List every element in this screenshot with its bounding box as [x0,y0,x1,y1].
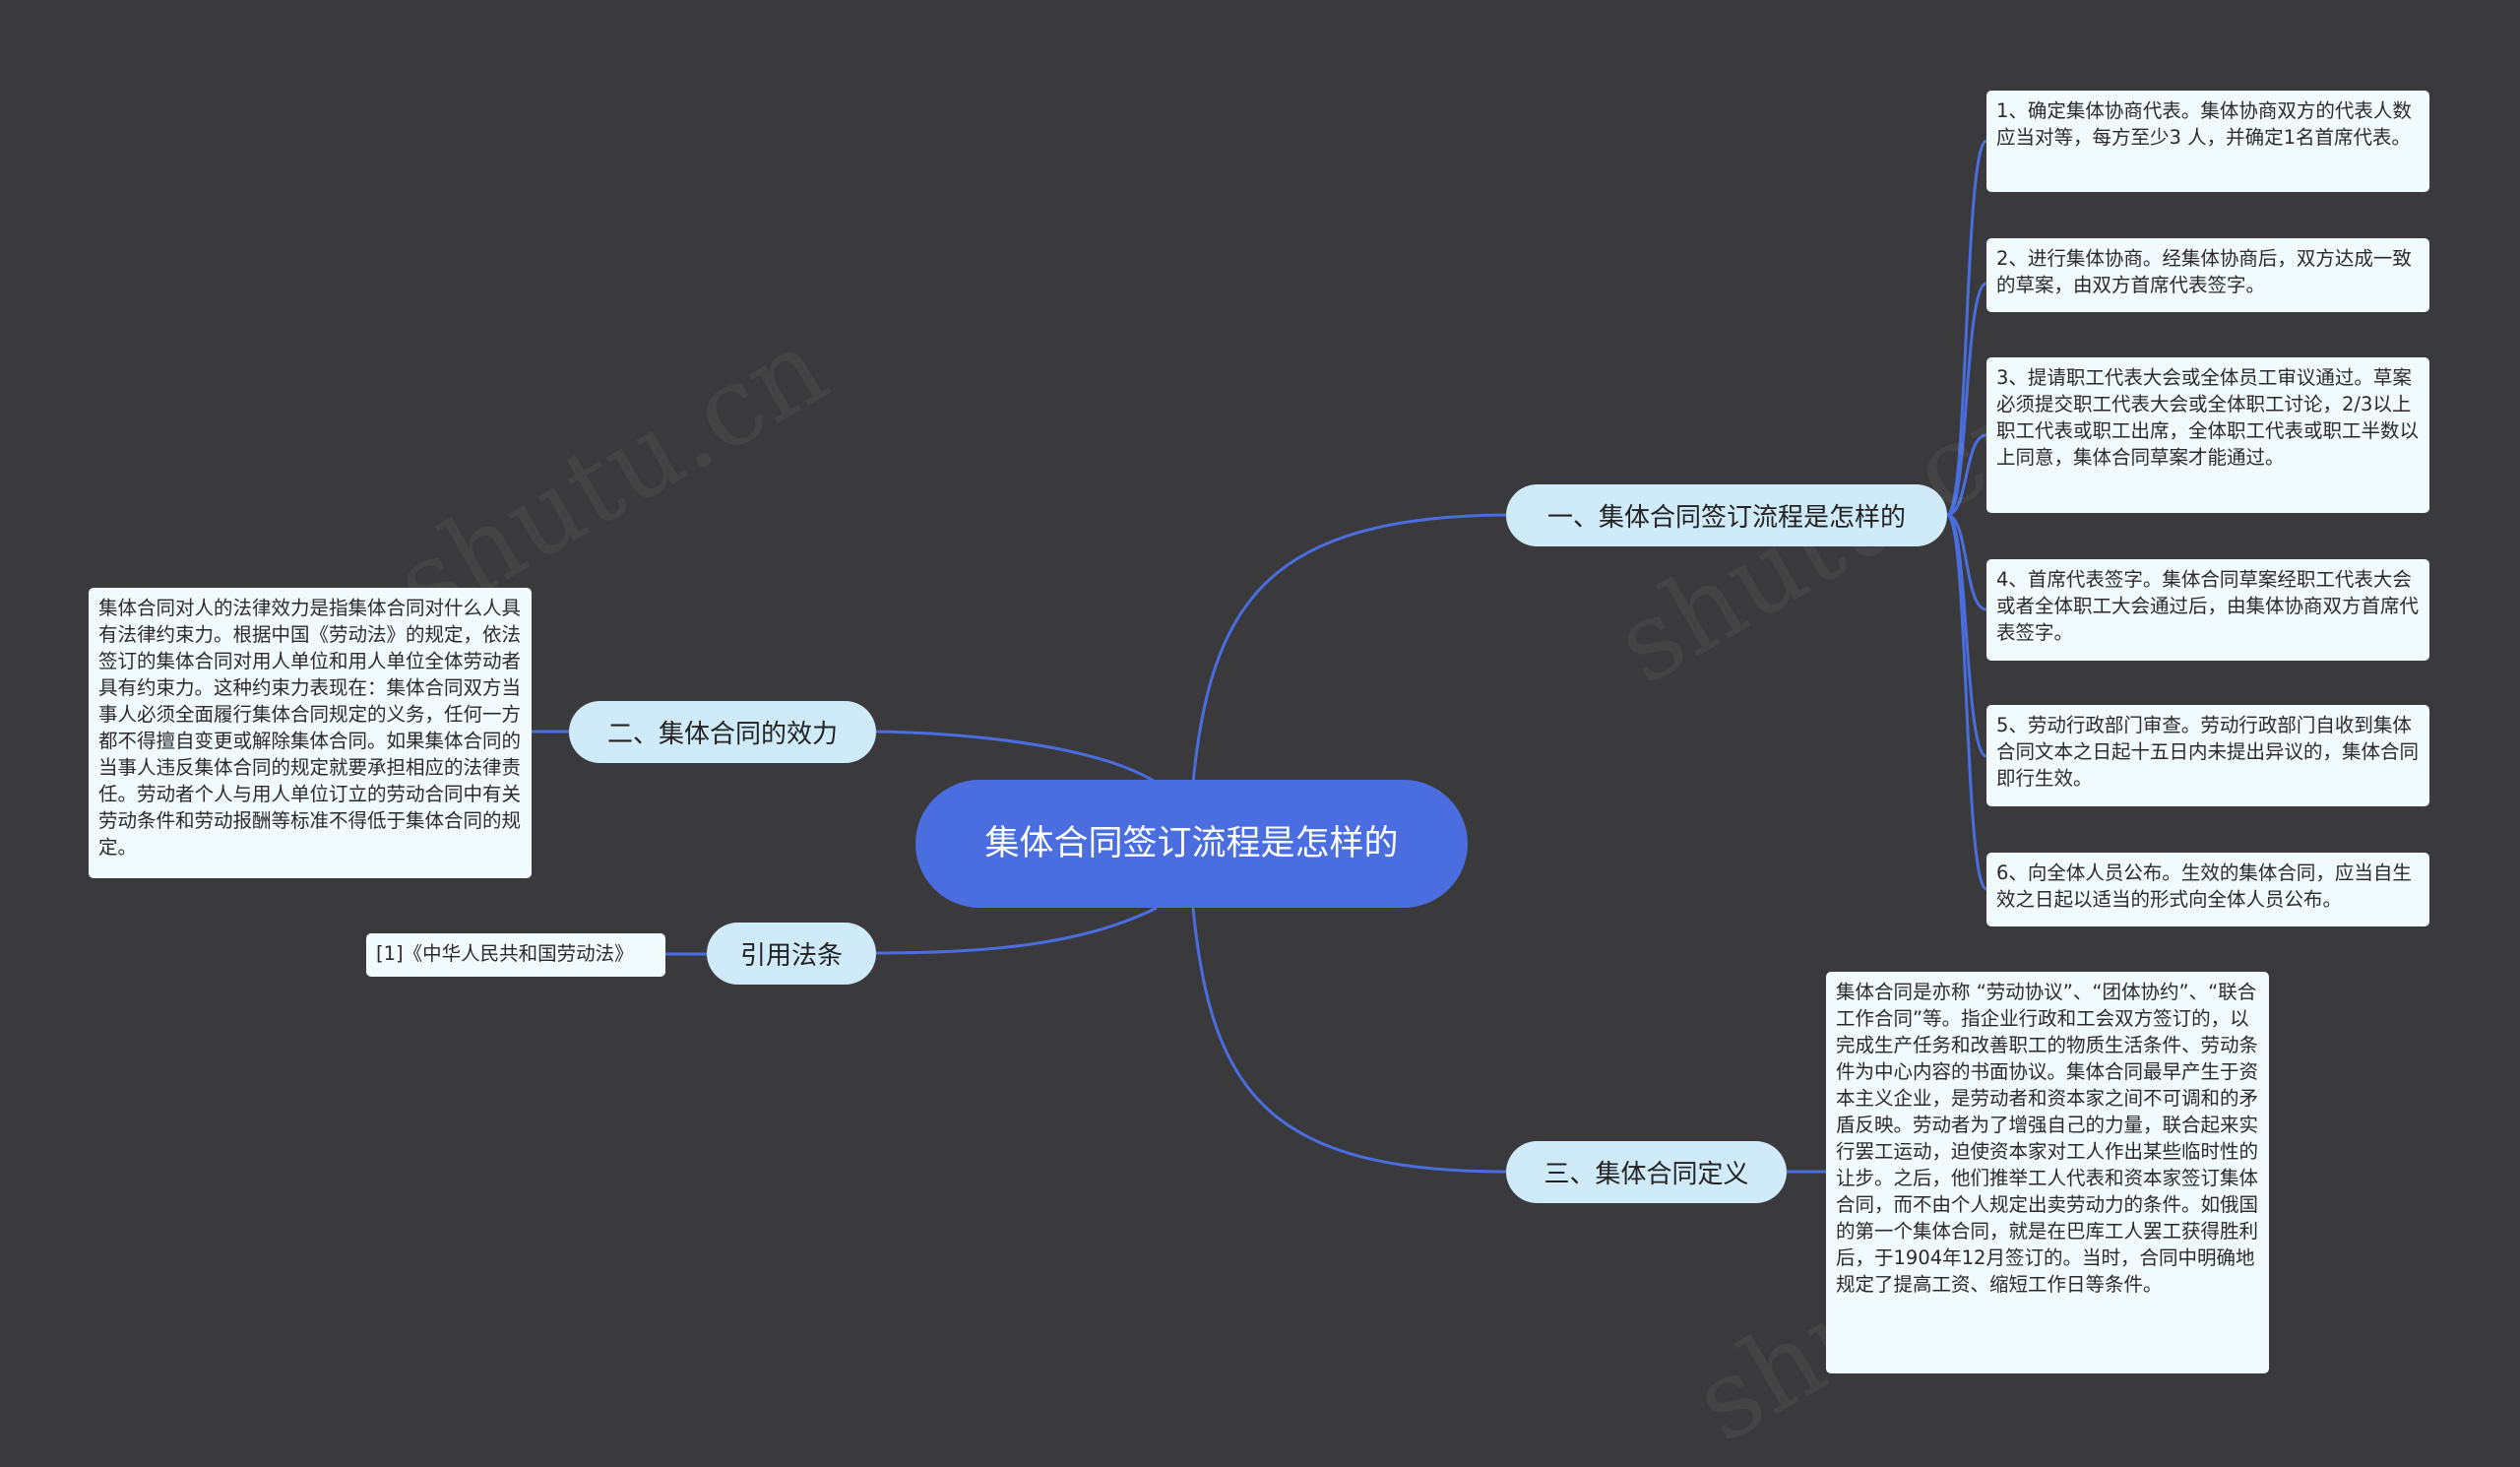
leaf-node[interactable]: 集体合同对人的法律效力是指集体合同对什么人具有法律约束力。根据中国《劳动法》的规… [89,588,532,878]
branch-node-process[interactable]: 一、集体合同签订流程是怎样的 [1506,484,1947,546]
branch-label: 引用法条 [739,941,843,971]
link-b1-l6 [1945,513,1988,891]
leaf-text: 集体合同是亦称 “劳动协议”、“团体协约”、“联合工作合同”等。指企业行政和工会… [1836,981,2259,1296]
leaf-node[interactable]: 4、首席代表签字。集体合同草案经职工代表大会或者全体职工大会通过后，由集体协商双… [1986,559,2429,661]
leaf-text: 3、提请职工代表大会或全体员工审议通过。草案必须提交职工代表大会或全体职工讨论，… [1996,366,2420,469]
leaf-node[interactable]: 1、确定集体协商代表。集体协商双方的代表人数应当对等，每方至少3 人，并确定1名… [1986,91,2429,192]
branch-node-definition[interactable]: 三、集体合同定义 [1506,1141,1787,1203]
leaf-text: [1]《中华人民共和国劳动法》 [376,942,634,965]
leaf-text: 5、劳动行政部门审查。劳动行政部门自收到集体合同文本之日起十五日内未提出异议的，… [1996,714,2420,790]
leaf-node[interactable]: 5、劳动行政部门审查。劳动行政部门自收到集体合同文本之日起十五日内未提出异议的，… [1986,705,2429,806]
link-b1-l1 [1945,139,1988,517]
link-root-b2 [875,730,1158,785]
leaf-node[interactable]: 集体合同是亦称 “劳动协议”、“团体协约”、“联合工作合同”等。指企业行政和工会… [1826,972,2269,1373]
leaf-node[interactable]: 2、进行集体协商。经集体协商后，双方达成一致的草案，由双方首席代表签字。 [1986,238,2429,312]
leaf-text: 2、进行集体协商。经集体协商后，双方达成一致的草案，由双方首席代表签字。 [1996,247,2412,296]
link-b1-l3 [1946,433,1987,517]
root-title: 集体合同签订流程是怎样的 [984,824,1399,863]
link-b1-l4 [1946,513,1987,611]
branch-label: 二、集体合同的效力 [606,720,838,749]
branch-label: 三、集体合同定义 [1544,1160,1749,1189]
leaf-node[interactable]: [1]《中华人民共和国劳动法》 [366,933,665,977]
leaf-text: 6、向全体人员公布。生效的集体合同，应当自生效之日起以适当的形式向全体人员公布。 [1996,861,2412,911]
link-root-b4 [1191,907,1507,1174]
leaf-node[interactable]: 3、提请职工代表大会或全体员工审议通过。草案必须提交职工代表大会或全体职工讨论，… [1986,357,2429,513]
leaf-node[interactable]: 6、向全体人员公布。生效的集体合同，应当自生效之日起以适当的形式向全体人员公布。 [1986,853,2429,926]
branch-node-effect[interactable]: 二、集体合同的效力 [569,701,876,763]
leaf-text: 1、确定集体协商代表。集体协商双方的代表人数应当对等，每方至少3 人，并确定1名… [1996,99,2412,149]
root-node[interactable]: 集体合同签订流程是怎样的 [915,780,1468,908]
branch-label: 一、集体合同签订流程是怎样的 [1546,503,1906,533]
link-root-b1 [1191,513,1507,784]
link-root-b3 [875,906,1158,955]
branch-node-citation[interactable]: 引用法条 [707,923,876,985]
leaf-text: 4、首席代表签字。集体合同草案经职工代表大会或者全体职工大会通过后，由集体协商双… [1996,568,2420,644]
leaf-text: 集体合同对人的法律效力是指集体合同对什么人具有法律约束力。根据中国《劳动法》的规… [98,597,522,859]
link-b1-l2 [1946,282,1987,517]
